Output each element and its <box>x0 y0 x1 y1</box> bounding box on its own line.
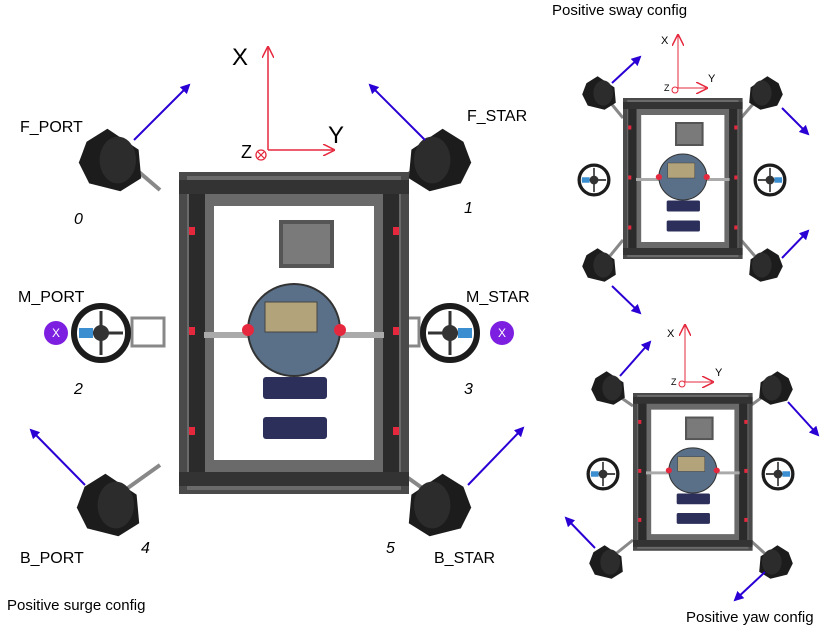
sway-z-axis-label: Z <box>664 83 670 93</box>
b-port-index: 4 <box>141 540 150 557</box>
f-port-thruster <box>78 128 142 192</box>
f-star-label: F_STAR <box>467 108 528 125</box>
b-star-index: 5 <box>386 540 395 557</box>
yaw-thrust-arrows <box>564 340 820 602</box>
sway-vehicle <box>577 76 787 282</box>
m-star-index: 3 <box>464 381 473 398</box>
m-port-index: 2 <box>74 381 83 398</box>
yaw-axis-gizmo <box>678 326 712 387</box>
m-port-disabled-badge <box>44 321 68 345</box>
m-port-disabled-mark: X <box>51 326 60 340</box>
m-star-disabled-mark: X <box>497 326 506 340</box>
main-vehicle <box>74 128 477 537</box>
surge-caption: Positive surge config <box>7 597 146 614</box>
f-star-index: 1 <box>464 200 473 217</box>
main-axis-gizmo <box>255 48 333 161</box>
yaw-caption: Positive yaw config <box>686 609 814 626</box>
b-port-label: B_PORT <box>20 550 84 567</box>
sway-axis-gizmo <box>671 36 706 93</box>
z-into-page-icon <box>255 149 267 161</box>
surge-thrust-arrows <box>29 83 525 486</box>
vehicle-body <box>178 171 410 495</box>
sway-y-axis-label: Y <box>708 73 716 85</box>
b-star-label: B_STAR <box>434 550 496 567</box>
f-port-index: 0 <box>74 211 83 228</box>
b-port-thrust-arrow <box>29 428 86 486</box>
m-star-label: M_STAR <box>466 289 530 306</box>
yaw-y-axis-label: Y <box>715 367 723 379</box>
yaw-vehicle <box>586 371 795 579</box>
m-port-label: M_PORT <box>18 289 85 306</box>
m-port-bracket <box>130 316 166 348</box>
sway-thrust-arrows <box>611 55 810 315</box>
f-star-thrust-arrow <box>368 83 426 141</box>
m-star-disabled-badge <box>490 321 514 345</box>
b-star-thrust-arrow <box>467 426 525 486</box>
m-port-thruster <box>74 306 128 360</box>
b-port-arm <box>123 463 162 492</box>
main-x-axis-label: X <box>232 44 249 71</box>
main-z-axis-label: Z <box>241 142 252 162</box>
yaw-z-axis-label: Z <box>671 377 677 387</box>
main-y-axis-label: Y <box>328 122 345 149</box>
f-port-label: F_PORT <box>20 119 83 136</box>
yaw-x-axis-label: X <box>667 328 675 340</box>
m-star-thruster <box>423 306 477 360</box>
sway-caption: Positive sway config <box>552 2 688 19</box>
f-star-thruster <box>408 128 472 192</box>
b-port-thruster <box>76 473 140 537</box>
f-port-thrust-arrow <box>133 83 191 141</box>
sway-x-axis-label: X <box>661 35 669 47</box>
